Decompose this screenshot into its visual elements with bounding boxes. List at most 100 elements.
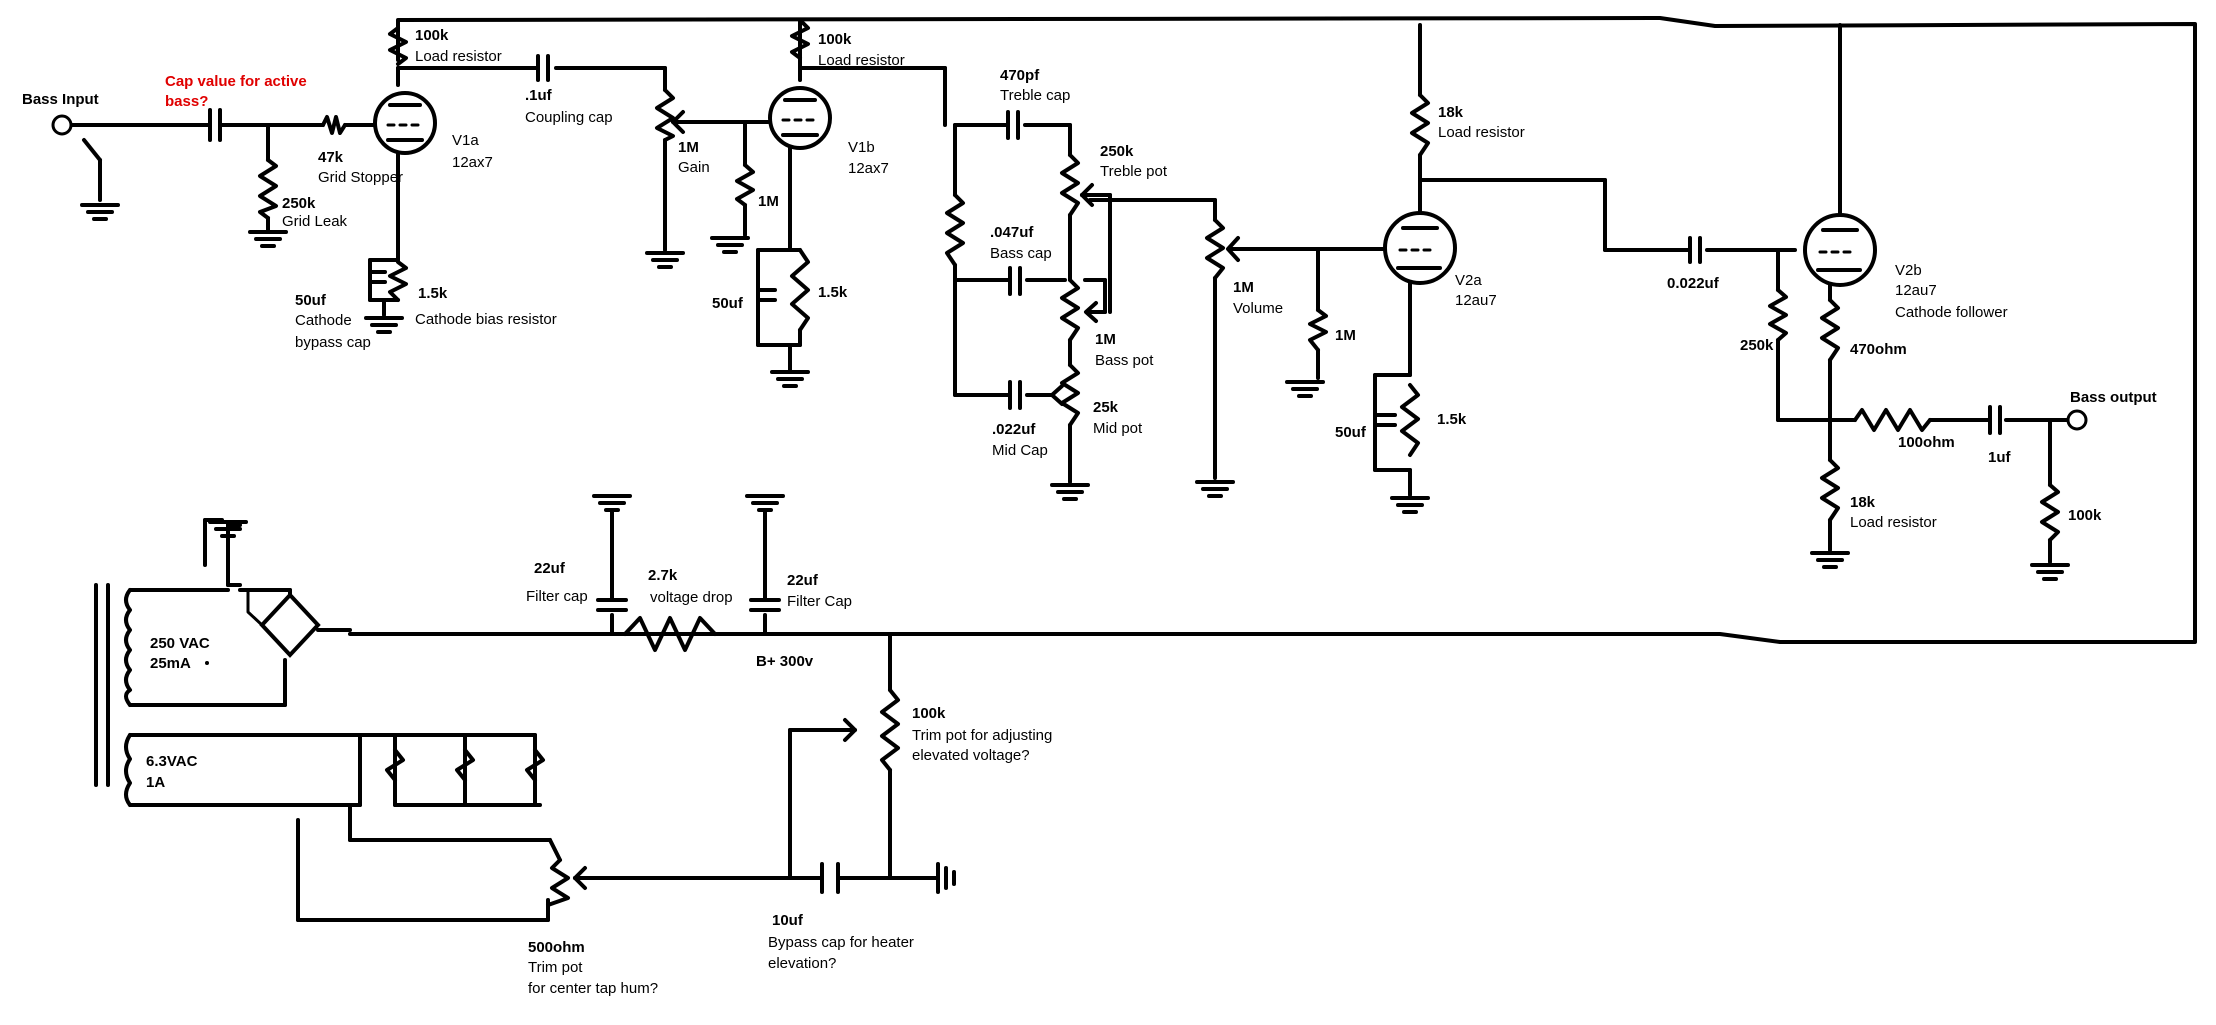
power-transformer (94, 583, 132, 807)
trim-pot-100k (843, 688, 900, 772)
filter2-name: Filter Cap (787, 593, 852, 610)
output-pulldown-value: 100k (2068, 507, 2102, 524)
tube-v2a (1383, 211, 1457, 285)
v2b-load-value: 18k (1850, 494, 1876, 511)
coupling-cap-name: Coupling cap (525, 109, 613, 126)
heater-secondary-line1: 6.3VAC (146, 753, 198, 770)
treble-pot (1060, 153, 1102, 217)
bass-cap-value: .047uf (990, 224, 1034, 241)
v1b-tube-label: V1b (848, 139, 875, 156)
question-label-line2: bass? (165, 93, 208, 110)
v1b-grid-resistor (710, 163, 755, 254)
output-resistor-value: 100ohm (1898, 434, 1955, 451)
v2a-tube-label: V2a (1455, 272, 1482, 289)
mid-cap-value: .022uf (992, 421, 1036, 438)
mid-cap-name: Mid Cap (992, 442, 1048, 459)
grid-leak-name: Grid Leak (282, 213, 348, 230)
v1a-load-name: Load resistor (415, 48, 502, 65)
bass-pot (1060, 278, 1107, 342)
v1a-bias-name: Cathode bias resistor (415, 311, 557, 328)
trim2-name-line2: for center tap hum? (528, 980, 658, 997)
v2a-bypass-value: 50uf (1335, 424, 1367, 441)
output-coupling-capacitor-0022 (1688, 236, 1702, 264)
v1b-bias-value: 1.5k (818, 284, 848, 301)
v1a-bypass-value: 50uf (295, 292, 327, 309)
treble-pot-name: Treble pot (1100, 163, 1168, 180)
mid-pot-value: 25k (1093, 399, 1119, 416)
heater-cap-name-line1: Bypass cap for heater (768, 934, 914, 951)
v1b-cathode-network (756, 248, 810, 388)
v1a-load-resistor (388, 26, 408, 66)
v2a-type-label: 12au7 (1455, 292, 1497, 309)
v1a-bypass-name-line2: bypass cap (295, 334, 371, 351)
gain-name: Gain (678, 159, 710, 176)
grid-leak-value: 250k (282, 195, 316, 212)
labels: Bass Input Cap value for active bass? 47… (22, 27, 2157, 997)
output-cap-value: 1uf (1988, 449, 2012, 466)
treble-cap-name: Treble cap (1000, 87, 1070, 104)
v2a-load-resistor (1410, 93, 1430, 157)
coupling-cap-value: .1uf (525, 87, 553, 104)
tone-stack-resistor (945, 193, 965, 267)
filter1-value: 22uf (534, 560, 566, 577)
trim1-name-line2: elevated voltage? (912, 747, 1030, 764)
bass-output-label: Bass output (2070, 389, 2157, 406)
trim1-name-line1: Trim pot for adjusting (912, 727, 1052, 744)
v2a-load-name: Load resistor (1438, 124, 1525, 141)
bplus-label: B+ 300v (756, 653, 814, 670)
question-label-line1: Cap value for active (165, 73, 307, 90)
v2a-grid-value: 1M (1335, 327, 1356, 344)
volume-value: 1M (1233, 279, 1254, 296)
filter2-value: 22uf (787, 572, 819, 589)
v1b-grid-value: 1M (758, 193, 779, 210)
output-series-resistor (1853, 408, 1932, 432)
output-pulldown-resistor (2030, 483, 2070, 581)
drop-value: 2.7k (648, 567, 678, 584)
treble-capacitor (1006, 110, 1020, 140)
grid-stopper-value: 47k (318, 149, 344, 166)
mid-capacitor (1008, 380, 1022, 410)
v1b-bypass-value: 50uf (712, 295, 744, 312)
volume-pot (1195, 218, 1240, 498)
output-capacitor (1988, 405, 2002, 435)
grid-stopper-resistor (321, 115, 347, 135)
heater-cap-value: 10uf (772, 912, 804, 929)
v2b-grid-resistor (1768, 288, 1788, 342)
bass-cap-name: Bass cap (990, 245, 1052, 262)
gain-pot (645, 88, 690, 269)
wiring (68, 16, 2197, 922)
input-jack (51, 114, 120, 221)
gain-value: 1M (678, 139, 699, 156)
trim1-value: 100k (912, 705, 946, 722)
filter1-name: Filter cap (526, 588, 588, 605)
v1b-load-resistor (790, 18, 810, 60)
hv-secondary-line2: 25mA (150, 655, 191, 672)
mid-pot-name: Mid pot (1093, 420, 1143, 437)
grid-leak-resistor (248, 158, 288, 248)
v2b-tube-label: V2b (1895, 262, 1922, 279)
v2a-grid-resistor (1285, 308, 1328, 398)
output-jack (2066, 409, 2088, 431)
v2b-role-label: Cathode follower (1895, 304, 2008, 321)
tube-v1b (768, 86, 832, 150)
heater-cap-name-line2: elevation? (768, 955, 836, 972)
v1a-load-value: 100k (415, 27, 449, 44)
treble-pot-value: 250k (1100, 143, 1134, 160)
rectifier-bridge (208, 520, 321, 658)
v1a-cathode-network (364, 260, 408, 334)
v1b-load-value: 100k (818, 31, 852, 48)
v2b-grid-value: 250k (1740, 337, 1774, 354)
hv-secondary-line1: 250 VAC (150, 635, 210, 652)
filter-capacitor-2 (745, 494, 785, 612)
v1b-load-name: Load resistor (818, 52, 905, 69)
filter-capacitor-1 (592, 494, 632, 612)
bass-pot-value: 1M (1095, 331, 1116, 348)
voltage-drop-resistor (623, 616, 717, 652)
grid-stopper-name: Grid Stopper (318, 169, 403, 186)
trim2-value: 500ohm (528, 939, 585, 956)
treble-cap-value: 470pf (1000, 67, 1040, 84)
v2b-cathode-value: 470ohm (1850, 341, 1907, 358)
tube-v1a (373, 91, 437, 155)
heater-filaments (385, 748, 545, 782)
heater-secondary-line2: 1A (146, 774, 165, 791)
